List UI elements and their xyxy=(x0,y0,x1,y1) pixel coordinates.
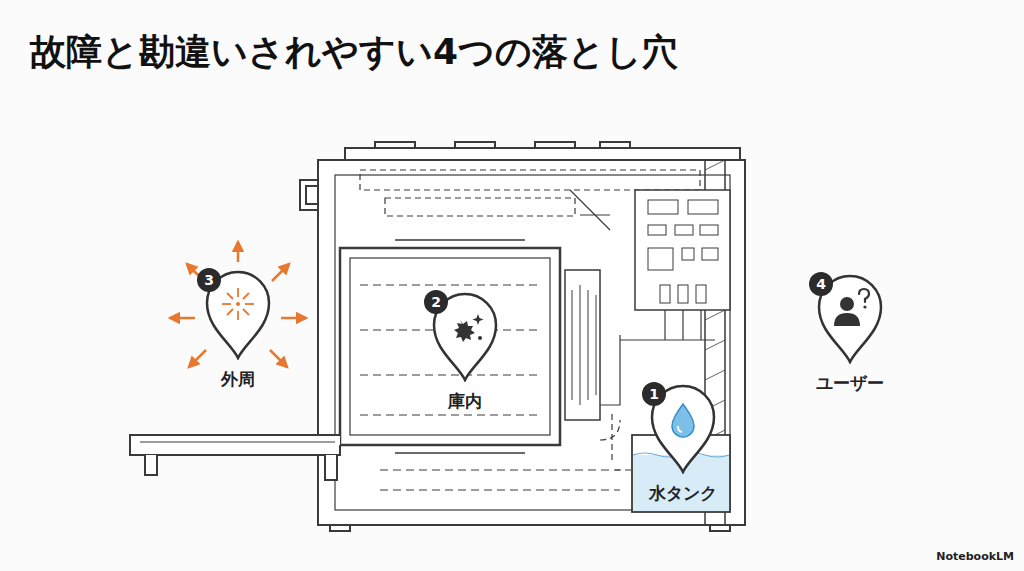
user-pin: 4ユーザー xyxy=(815,272,885,364)
cavity-pin: 2庫内 xyxy=(430,290,500,382)
callout-number: 3 xyxy=(197,268,221,292)
diagram-title: 故障と勘違いされやすい4つの落とし穴 xyxy=(30,28,678,77)
callout-number: 1 xyxy=(642,382,666,406)
exterior-pin: 3外周 xyxy=(203,268,273,360)
pin-label: 外周 xyxy=(221,368,255,391)
callout-number: 4 xyxy=(809,272,833,296)
pin-label: 水タンク xyxy=(649,482,717,505)
pin-label: 庫内 xyxy=(448,390,482,413)
water-tank-pin: 1水タンク xyxy=(648,382,718,474)
callout-number: 2 xyxy=(424,290,448,314)
pin-label: ユーザー xyxy=(816,372,884,395)
watermark: NotebookLM xyxy=(936,550,1014,563)
